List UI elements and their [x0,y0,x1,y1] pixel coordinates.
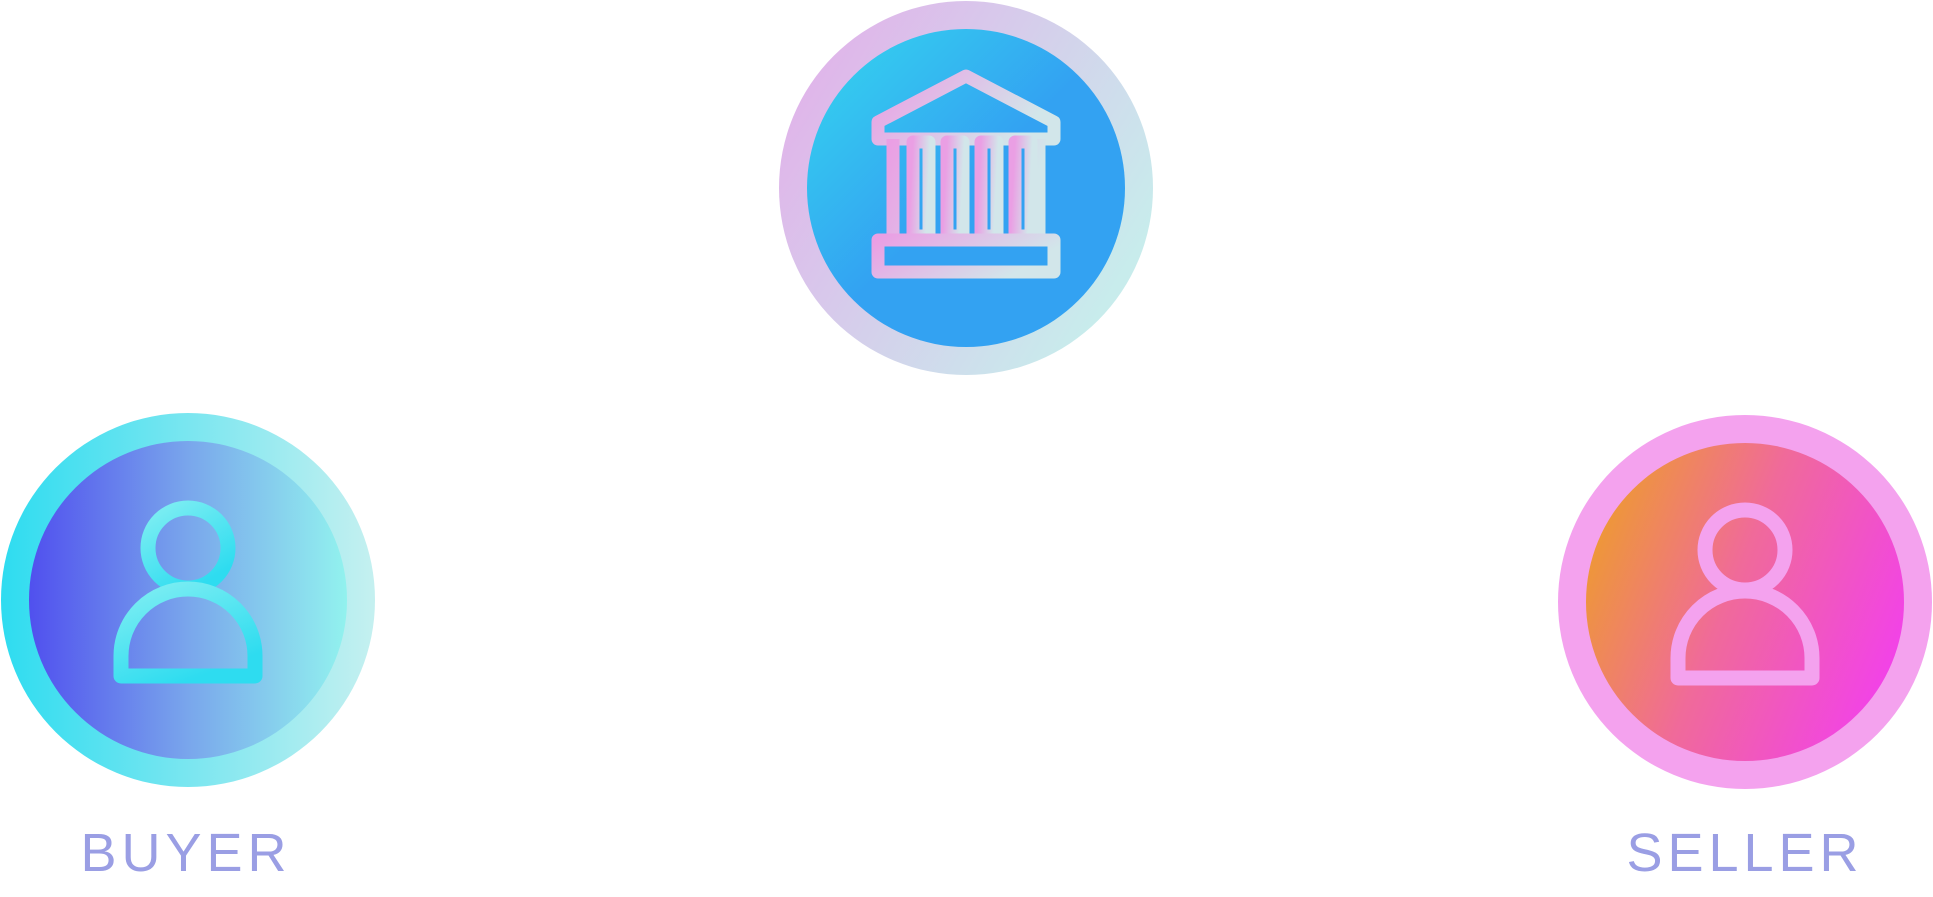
seller-label: SELLER [1626,823,1864,883]
buyer-disc [29,441,347,759]
bank-icon [871,69,1061,279]
user-icon [1670,502,1820,686]
buyer-node [0,412,376,788]
seller-node [1557,414,1933,790]
user-icon [113,500,263,684]
bank-node [778,0,1154,376]
buyer-label: BUYER [80,823,292,883]
seller-disc [1586,443,1904,761]
